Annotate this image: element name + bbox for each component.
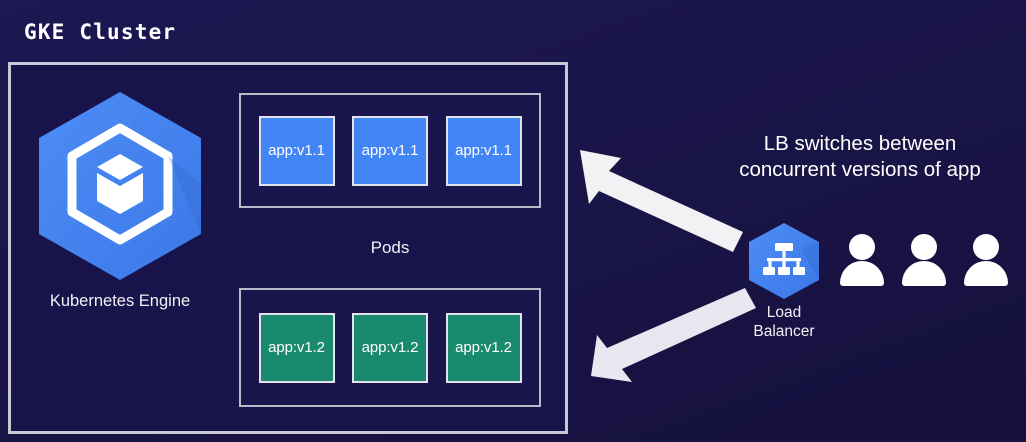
pod-item: app:v1.2: [445, 312, 522, 383]
lb-annotation-text: LB switches between concurrent versions …: [700, 131, 1020, 183]
pod-group-v1-1: app:v1.1 app:v1.1 app:v1.1: [239, 93, 541, 208]
arrow-to-v1-2-pods: [591, 288, 756, 382]
pod-item: app:v1.1: [445, 115, 522, 186]
user-body: [902, 261, 946, 286]
pod-item: app:v1.2: [352, 312, 428, 383]
lb-annotation-line1: LB switches between: [763, 132, 957, 155]
load-balancer-label: Load Balancer: [753, 304, 814, 342]
pod-item: app:v1.1: [258, 115, 335, 186]
user-head: [973, 234, 999, 260]
user-body: [964, 261, 1008, 286]
user-head: [911, 234, 937, 260]
kubernetes-engine-node: Kubernetes Engine: [24, 88, 216, 338]
pod-item: app:v1.2: [258, 312, 335, 383]
pods-caption: Pods: [370, 238, 410, 257]
user-person-icon: [838, 234, 886, 290]
pod-group-v1-2: app:v1.2 app:v1.2 app:v1.2: [239, 288, 541, 407]
user-head: [849, 234, 875, 260]
kubernetes-engine-hexagon-icon: [31, 88, 209, 284]
user-person-icon: [962, 234, 1010, 290]
load-balancer-label-line2: Balancer: [753, 322, 815, 340]
user-body: [840, 261, 884, 286]
users-group: [838, 232, 1010, 290]
load-balancer-label-line1: Load: [766, 304, 802, 321]
lb-annotation-line2: concurrent versions of app: [739, 158, 981, 182]
load-balancer-hexagon-icon: [745, 221, 823, 301]
pod-item: app:v1.1: [352, 115, 428, 186]
load-balancer-node: Load Balancer: [736, 221, 832, 342]
page-title: GKE Cluster: [24, 20, 177, 44]
user-person-icon: [900, 234, 948, 290]
kubernetes-engine-label: Kubernetes Engine: [49, 292, 191, 310]
